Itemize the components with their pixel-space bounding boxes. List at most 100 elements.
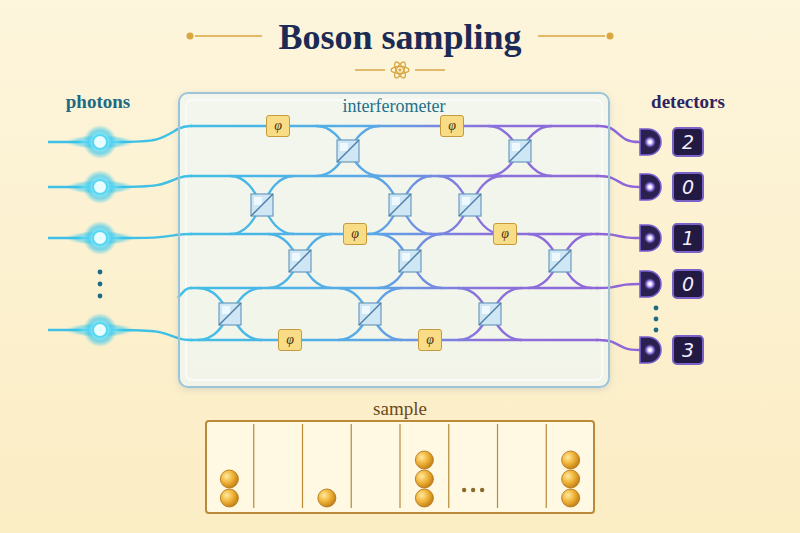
photon-ball [415, 451, 433, 469]
phase-symbol: φ [274, 118, 282, 134]
beam-splitter [359, 303, 381, 325]
phase-shifter: φ [266, 115, 290, 137]
waveguide-lead [596, 234, 642, 238]
waveguide-crossing [338, 288, 402, 340]
waveguide-crossing [488, 126, 552, 176]
cell-divider [399, 424, 400, 508]
phase-symbol: φ [351, 226, 359, 242]
waveguides [48, 126, 642, 350]
waveguide [190, 175, 598, 177]
detector [640, 271, 661, 297]
waveguide-lead [596, 340, 642, 350]
waveguide-crossing [378, 234, 442, 288]
box-heading: interferometer [180, 96, 608, 116]
photon-ball [318, 489, 336, 507]
interferometer-box: interferometer φ φ φ φ φ φ [178, 92, 610, 388]
cell-divider [546, 424, 547, 508]
beam-splitter [251, 194, 273, 216]
cell-divider [351, 424, 352, 508]
detector [640, 174, 661, 200]
beam-splitter [479, 303, 501, 325]
waveguide-crossing [368, 176, 432, 234]
photon-sources [66, 125, 134, 347]
waveguide-crossing [230, 176, 294, 234]
waveguide-crossing [268, 234, 332, 288]
detector [640, 129, 661, 155]
waveguide-crossing [316, 126, 380, 176]
detector [640, 337, 661, 363]
waveguide-lead [596, 284, 642, 288]
waveguide-crossing [528, 234, 592, 288]
photon-ball [562, 451, 580, 469]
detector [640, 225, 661, 251]
beam-splitter [337, 140, 359, 162]
phase-shifter: φ [493, 223, 517, 245]
count-value: 0 [682, 176, 694, 198]
waveguide-crossing [458, 288, 522, 340]
photon-ball [562, 489, 580, 507]
photon [66, 221, 134, 255]
waveguide-lead [596, 126, 642, 142]
phase-shifter: φ [440, 115, 464, 137]
cell-divider [253, 424, 254, 508]
waveguide-crossing [230, 176, 294, 234]
waveguide-lead [178, 288, 192, 298]
photon [66, 170, 134, 204]
waveguide-crossing [268, 234, 332, 288]
count-value: 1 [682, 227, 694, 249]
beam-splitter [459, 194, 481, 216]
sample-box: sample [205, 398, 595, 514]
waveguide-crossing [528, 234, 592, 288]
photon-ball [220, 489, 238, 507]
sample-ground [205, 420, 595, 512]
photon-ball [415, 489, 433, 507]
phase-symbol: φ [501, 226, 509, 242]
photon-ball [415, 470, 433, 488]
sample-frame [205, 420, 595, 514]
waveguide-crossing [368, 176, 432, 234]
side-label: detectors [651, 91, 725, 113]
beam-splitter [509, 140, 531, 162]
cell-divider [302, 424, 303, 508]
phase-symbol: φ [426, 332, 434, 348]
detector-icons [640, 129, 661, 363]
waveguide-crossing [338, 288, 402, 340]
count-value: 3 [682, 339, 694, 361]
count-display: 1 [672, 223, 704, 253]
atom-symbol [391, 60, 409, 79]
title: Boson sampling [278, 16, 521, 58]
ellipsis-dot [480, 488, 484, 492]
box-heading: sample [205, 398, 595, 420]
waveguide-crossing [458, 288, 522, 340]
ellipsis-dot [462, 488, 466, 492]
waveguide-crossing [198, 288, 262, 340]
waveguide-crossing [316, 126, 380, 176]
waveguide-lead [596, 176, 642, 187]
waveguide [190, 125, 598, 127]
count-display: 3 [672, 335, 704, 365]
count-display: 2 [672, 127, 704, 157]
phase-shifter: φ [418, 329, 442, 351]
beam-splitter [399, 250, 421, 272]
count-value: 0 [682, 273, 694, 295]
photon-ball [220, 470, 238, 488]
photon [66, 313, 134, 347]
phase-symbol: φ [286, 332, 294, 348]
beam-splitter [549, 250, 571, 272]
photon [66, 125, 134, 159]
count-value: 2 [682, 131, 694, 153]
interferometer-glass [178, 92, 610, 388]
beam-splitter [289, 250, 311, 272]
beam-splitter [219, 303, 241, 325]
beam-splitter [389, 194, 411, 216]
phase-symbol: φ [448, 118, 456, 134]
count-display: 0 [672, 269, 704, 299]
count-display: 0 [672, 172, 704, 202]
interferometer-glass-inner [186, 100, 602, 380]
cell-divider [448, 424, 449, 508]
phase-shifter: φ [343, 223, 367, 245]
side-label: photons [66, 91, 130, 113]
waveguide-crossing [198, 288, 262, 340]
